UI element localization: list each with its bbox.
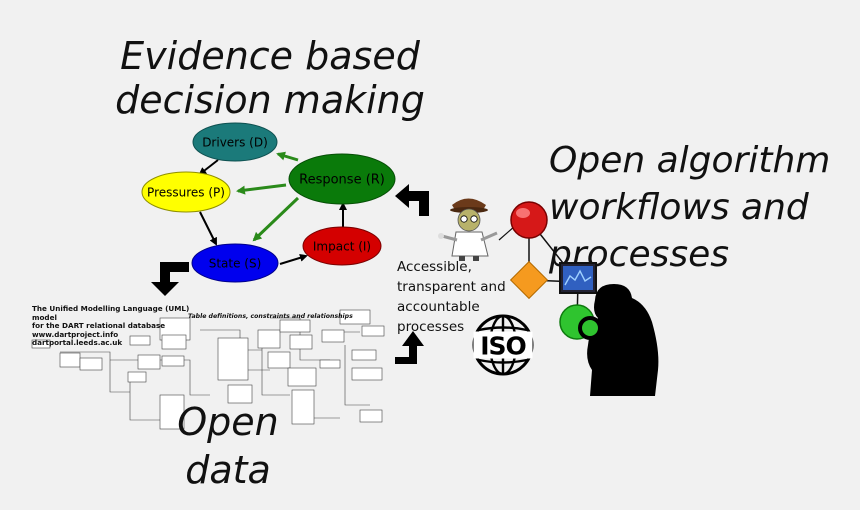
open-data-line-2: data [185,448,271,492]
arrow-response-to-drivers [276,151,299,162]
uml-heading-line-2: for the DART relational database [32,321,166,331]
uml-subheading: Table definitions, constraints and relat… [188,313,353,320]
drivers-label: Drivers (D) [202,136,268,150]
uml-diagram [31,309,385,430]
arrow-response-to-state [252,196,300,242]
investigator-silhouette [578,284,659,396]
uml-heading-line-1: The Unified Modelling Language (UML) mod… [32,304,190,322]
red-node [510,201,548,239]
title-line-1: Evidence based [120,34,420,78]
arrow-state-to-data [151,262,189,296]
impact-node [302,226,382,266]
caption-line-4: processes [397,319,465,335]
state-node [191,243,279,283]
open-data-title: Open data [168,398,288,494]
algorithm-title-line-1: Open algorithm [549,140,831,181]
caption-line-2: transparent and [397,279,506,295]
workflow-graph [498,201,597,340]
arrow-data-to-processes [395,331,424,364]
arrow-response-to-pressures [236,183,287,195]
title-line-2: decision making [115,78,425,122]
orange-diamond [509,260,549,300]
uml-heading-line-3: www.dartproject.info [32,329,119,339]
caption-line-3: accountable [397,299,480,315]
impact-label: Impact (I) [313,240,371,254]
arrow-drivers-to-pressures [198,159,219,176]
response-node [288,153,396,205]
pressures-label: Pressures (P) [147,186,225,200]
caption-line-1: Accessible, [397,259,472,275]
arrow-processes-to-response [395,184,429,216]
pressures-node [141,171,231,213]
iso-logo: ISO [472,314,534,376]
arrow-pressures-to-state [199,211,217,246]
state-label: State (S) [209,257,262,271]
arrow-state-to-impact [279,253,308,265]
response-label: Response (R) [299,173,385,188]
open-data-line-1: Open [177,400,279,444]
iso-text: ISO [480,332,526,361]
uml-heading-line-4: dartportal.leeds.ac.uk [32,338,123,348]
drivers-node [192,122,278,162]
page-title: Evidence based decision making [110,34,430,122]
accessibility-caption: Accessible, transparent and accountable … [397,257,507,337]
monitor-icon [559,262,597,294]
uml-heading: The Unified Modelling Language (UML) mod… [32,304,202,348]
professor-icon [438,198,498,261]
algorithm-title-line-2: workflows and [549,187,809,228]
